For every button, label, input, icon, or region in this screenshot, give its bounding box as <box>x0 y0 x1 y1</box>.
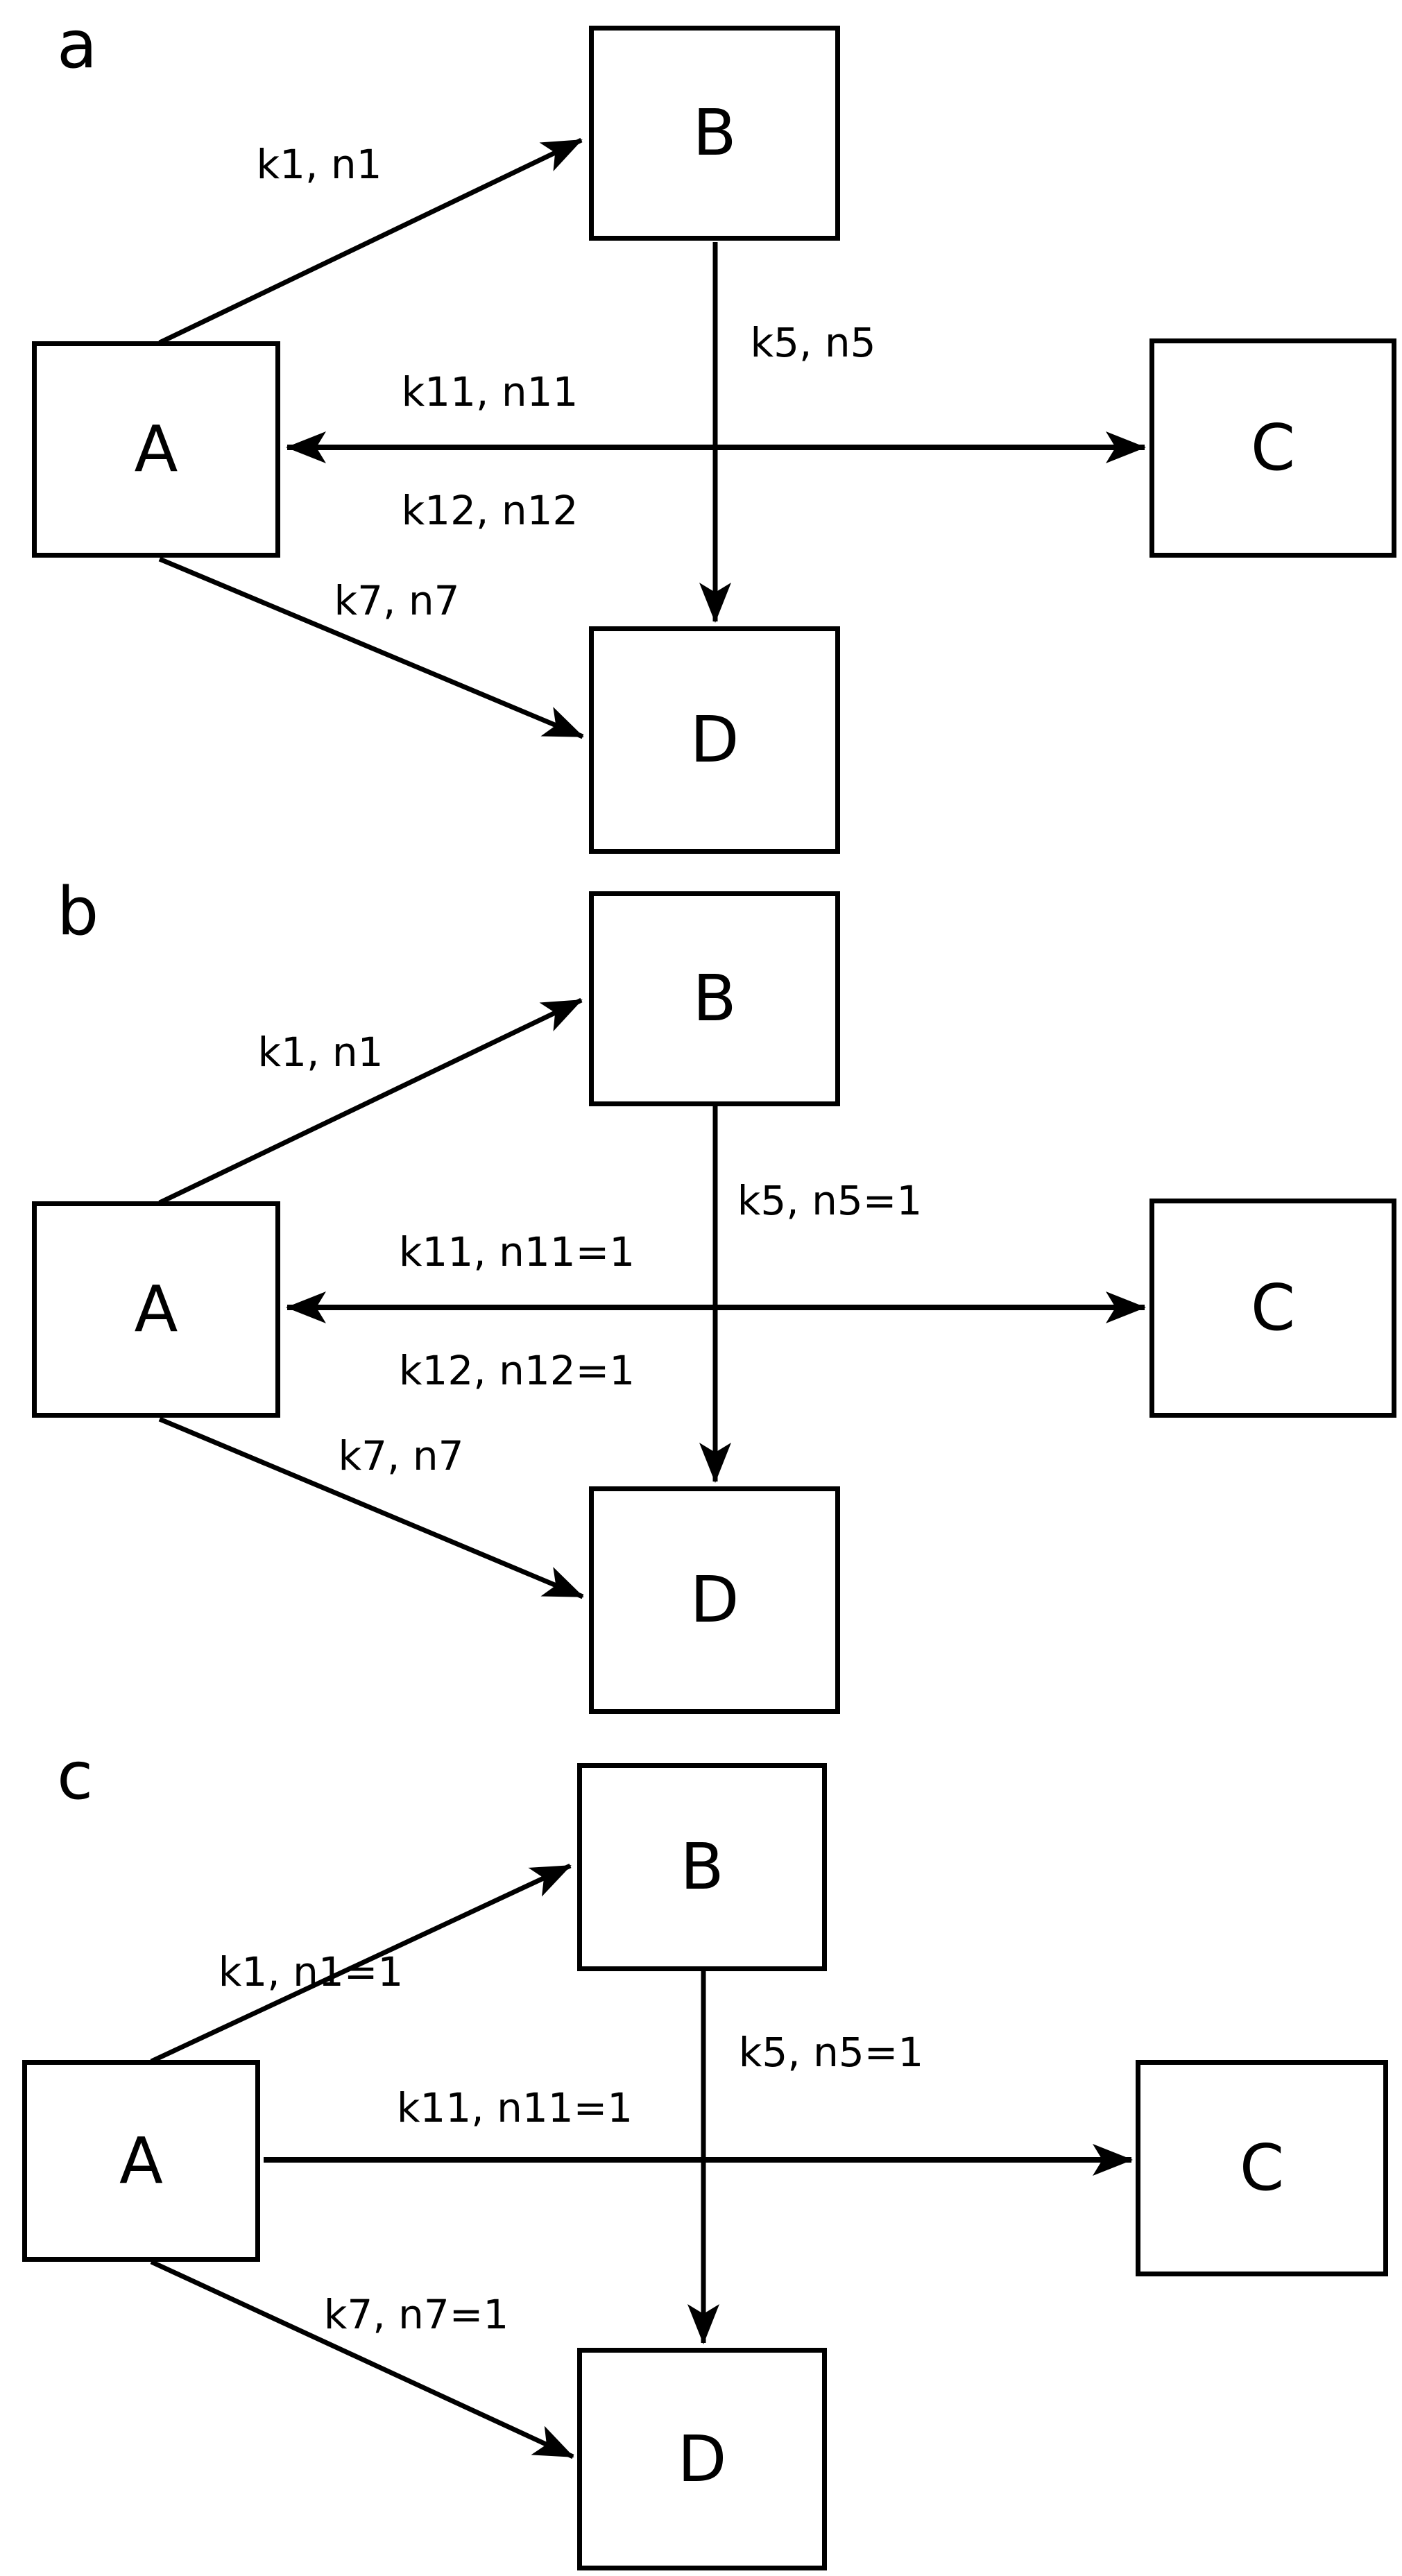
diagram-panel-c: c A B C D k1, n1=1 k5, n5=1 k11, n11=1 k… <box>0 1717 1402 2576</box>
edge-label-k5: k5, n5=1 <box>738 2029 924 2077</box>
arrow-a-to-b <box>158 997 583 1205</box>
node-letter-c: C <box>1250 1271 1296 1345</box>
node-letter-a: A <box>134 412 178 486</box>
arrows-layer <box>150 1863 1133 2459</box>
node-box-c: C <box>1136 2060 1388 2276</box>
arrow-a-to-d <box>150 2259 574 2459</box>
edge-label-k7: k7, n7 <box>338 1432 464 1480</box>
node-letter-a: A <box>134 1272 178 1346</box>
arrows-layer <box>158 137 1146 739</box>
arrows-layer <box>158 997 1146 1599</box>
node-box-a: A <box>22 2060 260 2262</box>
node-box-d: D <box>577 2348 827 2570</box>
edge-label-k1: k1, n1 <box>256 141 382 189</box>
edge-label-k11: k11, n11=1 <box>396 2084 633 2132</box>
node-letter-b: B <box>680 1830 724 1904</box>
edge-label-k1: k1, n1 <box>257 1029 384 1076</box>
node-letter-d: D <box>690 1563 740 1637</box>
node-letter-c: C <box>1250 411 1296 485</box>
node-letter-d: D <box>677 2421 727 2496</box>
node-letter-c: C <box>1239 2131 1285 2205</box>
node-box-c: C <box>1149 1199 1396 1418</box>
node-letter-a: A <box>119 2123 163 2198</box>
node-box-b: B <box>577 1763 827 1971</box>
node-letter-d: D <box>690 703 740 777</box>
node-box-d: D <box>589 626 840 854</box>
arrow-a-to-d <box>158 1416 584 1599</box>
diagram-panel-a: a A B C D k1, n1 k5, n5 k11, n11 k12, n1… <box>0 0 1402 859</box>
edge-label-k12: k12, n12=1 <box>398 1347 635 1395</box>
edge-label-k5: k5, n5=1 <box>737 1177 923 1225</box>
arrow-a-to-b <box>150 1863 572 2064</box>
edge-label-k11: k11, n11 <box>401 368 579 416</box>
node-box-c: C <box>1149 338 1396 558</box>
node-box-b: B <box>589 26 840 241</box>
diagram-panel-b: b A B C D k1, n1 k5, n5=1 k11, n11=1 k12… <box>0 860 1402 1719</box>
node-box-b: B <box>589 891 840 1106</box>
edge-label-k7: k7, n7=1 <box>323 2291 509 2339</box>
edge-label-k7: k7, n7 <box>334 577 460 625</box>
edge-label-k12: k12, n12 <box>401 487 579 535</box>
edge-label-k11: k11, n11=1 <box>398 1228 635 1276</box>
node-box-a: A <box>32 1201 280 1418</box>
arrow-a-to-b <box>158 137 583 345</box>
node-letter-b: B <box>692 96 737 170</box>
node-box-a: A <box>32 341 280 558</box>
panel-label: c <box>57 1738 94 1814</box>
edge-label-k1: k1, n1=1 <box>218 1948 404 1996</box>
arrow-a-to-d <box>158 556 584 739</box>
edge-label-k5: k5, n5 <box>750 319 876 367</box>
node-box-d: D <box>589 1486 840 1714</box>
panel-label: b <box>57 874 99 950</box>
node-letter-b: B <box>692 961 737 1036</box>
panel-label: a <box>57 7 98 83</box>
